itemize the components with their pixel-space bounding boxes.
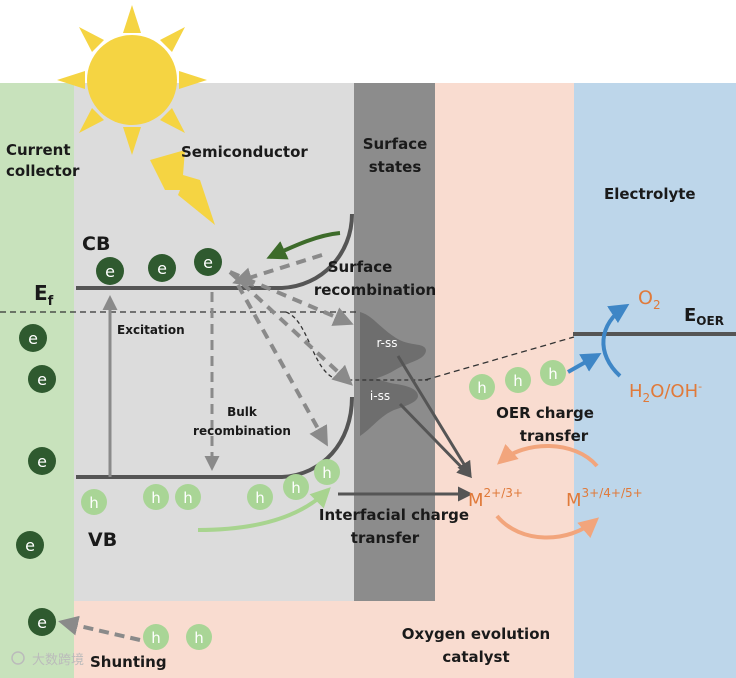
electron: e <box>19 324 47 352</box>
hole: h <box>81 489 107 515</box>
svg-text:e: e <box>157 259 167 278</box>
catalyst-cycle-arrow-bottom <box>495 514 600 540</box>
svg-text:h: h <box>183 489 193 507</box>
label-bulk-recombination-1: Bulk <box>227 405 258 419</box>
hole: h <box>175 484 201 510</box>
label-ef: Ef <box>34 281 54 309</box>
label-m-low: M2+/3+ <box>468 486 523 511</box>
r-ss-transfer-arrow <box>396 355 472 477</box>
svg-text:h: h <box>513 372 523 390</box>
svg-text:h: h <box>322 464 332 482</box>
svg-text:e: e <box>37 452 47 471</box>
electron: e <box>28 608 56 636</box>
label-i-ss: i-ss <box>370 389 390 403</box>
label-semiconductor: Semiconductor <box>181 143 308 161</box>
catalyst-cycle-arrow-top <box>496 443 599 468</box>
svg-text:e: e <box>203 253 213 272</box>
label-interfacial-2: transfer <box>351 529 420 547</box>
svg-text:e: e <box>37 613 47 632</box>
electron: e <box>194 248 222 276</box>
electron: e <box>96 257 124 285</box>
conduction-band <box>76 213 354 290</box>
svg-text:h: h <box>291 479 301 497</box>
label-surface-recombination-2: recombination <box>314 281 436 299</box>
hole: h <box>469 374 495 400</box>
hole: h <box>186 624 212 650</box>
label-bulk-recombination-2: recombination <box>193 424 291 438</box>
svg-text:h: h <box>255 489 265 507</box>
svg-text:h: h <box>89 494 99 512</box>
surface-recombination-arrows <box>228 253 354 447</box>
label-h2o-oh: H2O/OH- <box>629 380 702 405</box>
electron: e <box>28 365 56 393</box>
svg-text:h: h <box>477 379 487 397</box>
hole: h <box>143 484 169 510</box>
label-o2: O2 <box>638 287 661 312</box>
label-m-high: M3+/4+/5+ <box>566 486 643 511</box>
label-eoer: EOER <box>684 305 724 328</box>
hole: h <box>247 484 273 510</box>
label-vb: VB <box>88 529 117 551</box>
electrons: e e e e e e e e <box>16 248 222 636</box>
label-r-ss: r-ss <box>377 336 398 350</box>
hole: h <box>283 474 309 500</box>
hole: h <box>540 360 566 386</box>
electron: e <box>148 254 176 282</box>
label-oer-2: transfer <box>520 427 589 445</box>
label-current-collector-2: collector <box>6 162 80 180</box>
label-oec-1: Oxygen evolution <box>402 625 550 643</box>
shunting-arrow <box>58 615 141 642</box>
svg-text:e: e <box>37 370 47 389</box>
svg-text:大数跨境: 大数跨境 <box>32 653 84 668</box>
label-current-collector-1: Current <box>6 141 71 159</box>
svg-text:e: e <box>25 536 35 555</box>
fermi-level-line-2 <box>424 336 575 381</box>
svg-text:h: h <box>151 629 161 647</box>
label-excitation: Excitation <box>117 323 185 337</box>
label-interfacial-1: Interfacial charge <box>319 506 469 524</box>
label-surface-recombination-1: Surface <box>328 258 393 276</box>
cb-electron-drift-arrow <box>266 231 341 260</box>
holes-to-eoer-arrow <box>567 353 602 374</box>
holes: h h h h h h h h h h h <box>81 360 566 650</box>
vb-hole-drift-arrow <box>197 487 331 532</box>
electron: e <box>28 447 56 475</box>
hole: h <box>314 459 340 485</box>
i-ss-state-shape <box>360 372 418 436</box>
label-oec-2: catalyst <box>442 648 509 666</box>
label-electrolyte: Electrolyte <box>604 185 696 203</box>
label-shunting: Shunting <box>90 653 167 671</box>
hole: h <box>143 624 169 650</box>
svg-text:h: h <box>548 365 558 383</box>
svg-text:h: h <box>194 629 204 647</box>
i-ss-transfer-arrow <box>398 402 473 479</box>
hole: h <box>505 367 531 393</box>
label-cb: CB <box>82 233 110 255</box>
sun-icon <box>57 5 207 155</box>
svg-text:h: h <box>151 489 161 507</box>
label-surface-states-2: states <box>369 158 422 176</box>
label-surface-states-1: Surface <box>363 135 428 153</box>
label-oer-1: OER charge <box>496 404 594 422</box>
valence-band <box>76 396 354 479</box>
water-to-oxygen-arrow <box>601 303 630 378</box>
electrolyte-region <box>574 83 736 678</box>
lightning-bolt-icon <box>150 150 215 225</box>
electron: e <box>16 531 44 559</box>
svg-text:e: e <box>105 262 115 281</box>
r-ss-state-shape <box>360 312 426 382</box>
watermark-logo: 大数跨境 <box>11 651 84 668</box>
svg-text:e: e <box>28 329 38 348</box>
